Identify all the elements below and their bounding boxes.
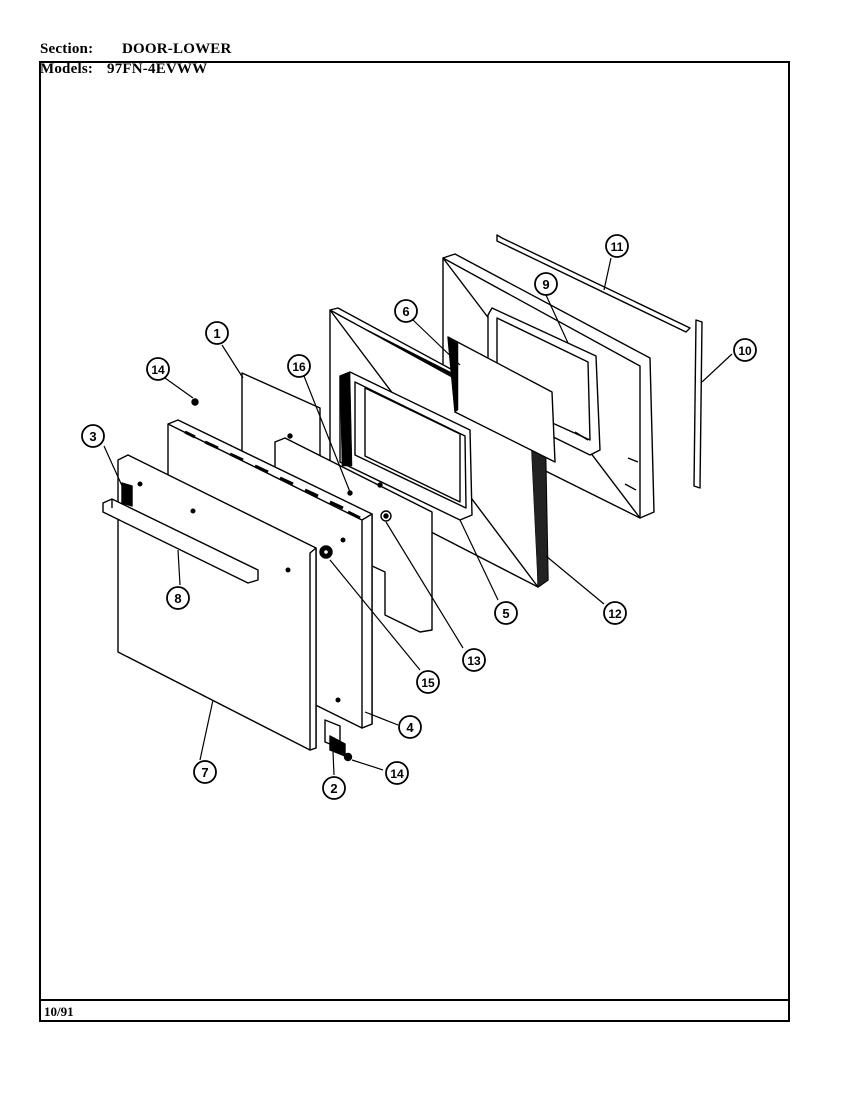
svg-text:14: 14 xyxy=(390,767,404,781)
callout-11: 11 xyxy=(605,234,629,258)
part-top-trim xyxy=(496,234,691,333)
svg-text:1: 1 xyxy=(213,326,220,341)
svg-text:15: 15 xyxy=(421,676,435,690)
svg-text:9: 9 xyxy=(542,277,549,292)
callout-14-bottom: 14 xyxy=(385,761,409,785)
callout-6: 6 xyxy=(394,299,418,323)
svg-text:2: 2 xyxy=(330,781,337,796)
callout-5: 5 xyxy=(494,601,518,625)
leader-lines xyxy=(103,257,733,776)
callout-12: 12 xyxy=(603,601,627,625)
callout-2: 2 xyxy=(322,776,346,800)
part-handle-bracket xyxy=(121,482,133,507)
callout-4: 4 xyxy=(398,715,422,739)
callout-10: 10 xyxy=(733,338,757,362)
svg-text:4: 4 xyxy=(406,720,414,735)
svg-text:3: 3 xyxy=(89,429,96,444)
part-grommet-13 xyxy=(380,510,392,522)
part-screw-bottom xyxy=(343,752,353,762)
part-window-assembly xyxy=(339,371,473,521)
footer-rule xyxy=(39,999,790,1001)
callouts: 1 14 3 8 16 6 9 11 xyxy=(81,234,757,800)
svg-text:13: 13 xyxy=(467,654,481,668)
part-screw-top xyxy=(191,398,199,406)
callout-9: 9 xyxy=(534,272,558,296)
svg-text:8: 8 xyxy=(174,591,181,606)
svg-text:6: 6 xyxy=(402,304,409,319)
callout-1: 1 xyxy=(205,321,229,345)
svg-text:16: 16 xyxy=(292,360,306,374)
svg-text:10: 10 xyxy=(738,344,752,358)
svg-text:5: 5 xyxy=(502,606,509,621)
section-label: Section: xyxy=(40,41,94,57)
part-grommet-15 xyxy=(319,545,333,559)
svg-text:14: 14 xyxy=(151,363,165,377)
svg-text:12: 12 xyxy=(608,607,622,621)
models-label: Models: xyxy=(40,61,94,77)
callout-16: 16 xyxy=(287,354,311,378)
callout-7: 7 xyxy=(193,760,217,784)
section-value: DOOR-LOWER xyxy=(122,41,232,57)
diagram-frame xyxy=(39,61,790,1022)
callout-14-top: 14 xyxy=(146,357,170,381)
callout-8: 8 xyxy=(166,586,190,610)
callout-13: 13 xyxy=(462,648,486,672)
part-side-trim xyxy=(693,319,703,489)
svg-text:11: 11 xyxy=(611,240,624,254)
models-value: 97FN-4EVWW xyxy=(107,61,208,77)
callout-3: 3 xyxy=(81,424,105,448)
footer-date: 10/91 xyxy=(44,1004,74,1019)
svg-text:7: 7 xyxy=(201,765,208,780)
part-hinge-bracket xyxy=(324,719,346,757)
callout-15: 15 xyxy=(416,670,440,694)
part-handle xyxy=(102,498,259,584)
